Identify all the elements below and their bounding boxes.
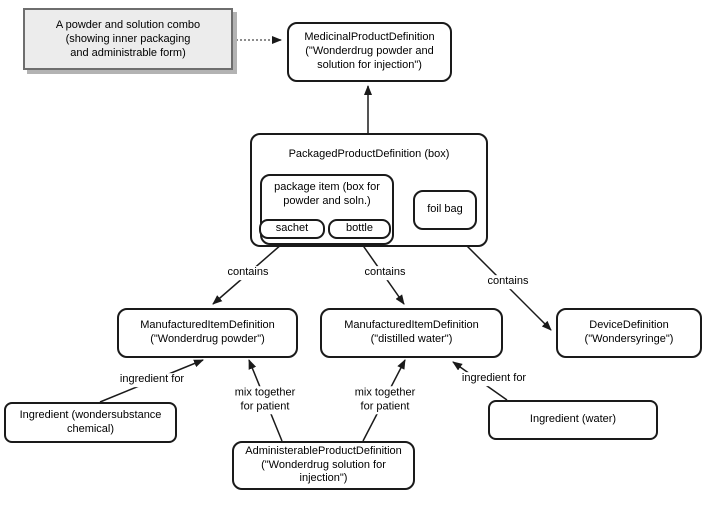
node-foil-bag: foil bag: [413, 190, 477, 230]
annotation-note: A powder and solution combo (showing inn…: [23, 8, 233, 70]
edge-label-contains-3: contains: [484, 275, 532, 289]
edge-label-contains-2: contains: [361, 266, 409, 280]
node-administerable-product-definition: AdministerableProductDefinition ("Wonder…: [232, 441, 415, 490]
edge-label-ingredient-for-left: ingredient for: [116, 373, 188, 387]
node-ingredient-water: Ingredient (water): [488, 400, 658, 440]
edge-label-mix-together-2: mix together for patient: [351, 386, 419, 414]
node-ingredient-chemical: Ingredient (wondersubstance chemical): [4, 402, 177, 443]
node-bottle: bottle: [328, 219, 391, 239]
edge-label-contains-1: contains: [224, 266, 272, 280]
node-packaged-product-definition: PackagedProductDefinition (box) package …: [250, 133, 488, 247]
node-sachet: sachet: [259, 219, 325, 239]
node-manufactured-item-powder: ManufacturedItemDefinition ("Wonderdrug …: [117, 308, 298, 358]
node-manufactured-item-water: ManufacturedItemDefinition ("distilled w…: [320, 308, 503, 358]
edge-label-ingredient-for-right: ingredient for: [458, 372, 530, 386]
node-device-definition: DeviceDefinition ("Wondersyringe"): [556, 308, 702, 358]
packaged-product-definition-title: PackagedProductDefinition (box): [288, 148, 450, 160]
node-medicinal-product-definition: MedicinalProductDefinition ("Wonderdrug …: [287, 22, 452, 82]
edge-label-mix-together-1: mix together for patient: [231, 386, 299, 414]
